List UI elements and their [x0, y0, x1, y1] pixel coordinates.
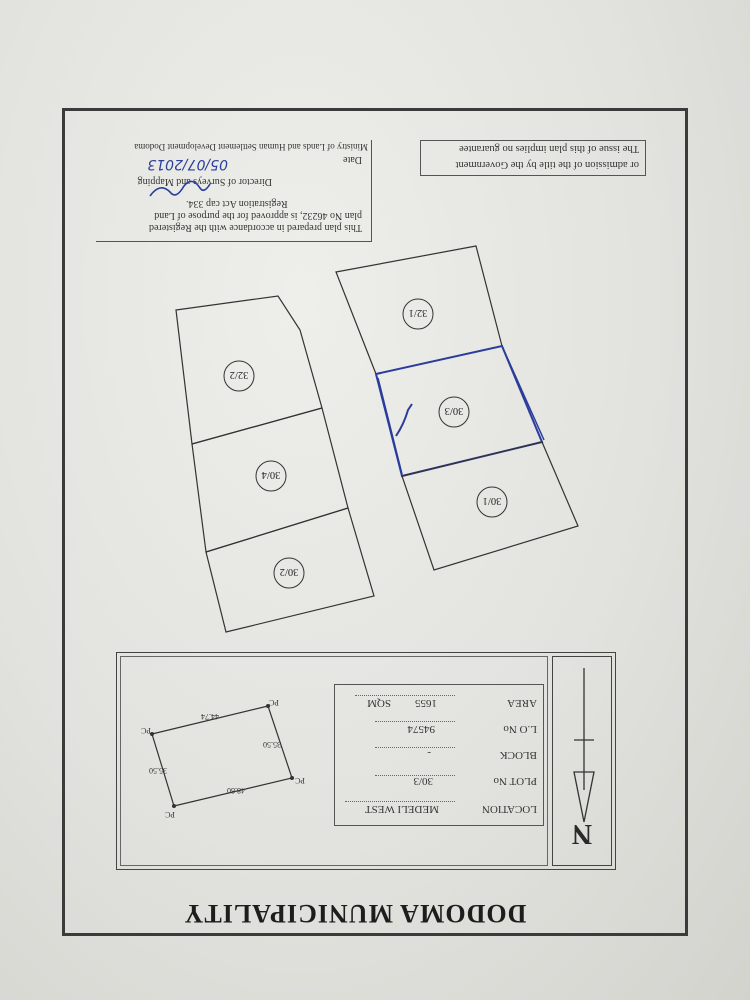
plot-32-2	[175, 295, 323, 445]
hand-outline	[377, 345, 545, 475]
sketch-corner-1: PC	[141, 726, 151, 735]
plot-30-1	[401, 441, 579, 571]
disclaimer-box: The issue of this plan implies no guaran…	[420, 140, 646, 176]
signature	[149, 180, 211, 197]
info-panel-frame	[116, 652, 616, 870]
north-arrow-box: N	[552, 656, 612, 866]
approval-block: This plan prepared in accordance with th…	[96, 140, 372, 242]
plot-label-32-2: 32/2	[230, 369, 249, 380]
plot-label-30-4: 30/4	[261, 469, 280, 480]
plot-sketch	[151, 705, 293, 807]
sketch-corner-3: PC	[295, 776, 305, 785]
sketch-dim-4: 35.50	[263, 740, 281, 749]
plot-labels	[223, 298, 508, 589]
sketch-dim-1: 48.80	[227, 786, 245, 795]
hand-mark	[395, 403, 413, 437]
plot-group-west	[175, 295, 375, 633]
sketch-dim-2: 35.50	[149, 766, 167, 775]
plot-info-table: LOCATION MEDELI WEST PLOT No 30/3 BLOCK …	[334, 684, 544, 826]
sketch-corners	[150, 704, 294, 808]
sketch-dim-3: 44.74	[201, 712, 219, 721]
info-panel	[120, 656, 548, 866]
plot-label-32-1: 32/1	[409, 307, 428, 318]
sketch-corner-4: PC	[165, 810, 175, 819]
plot-label-30-1: 30/1	[483, 495, 502, 506]
plot-label-30-3: 30/3	[445, 405, 464, 416]
north-arrow-icon	[573, 668, 595, 823]
sketch-corner-2: PC	[269, 698, 279, 707]
plot-label-30-2: 30/2	[280, 566, 299, 577]
plot-30-2	[205, 507, 375, 633]
plan-border	[62, 108, 688, 936]
